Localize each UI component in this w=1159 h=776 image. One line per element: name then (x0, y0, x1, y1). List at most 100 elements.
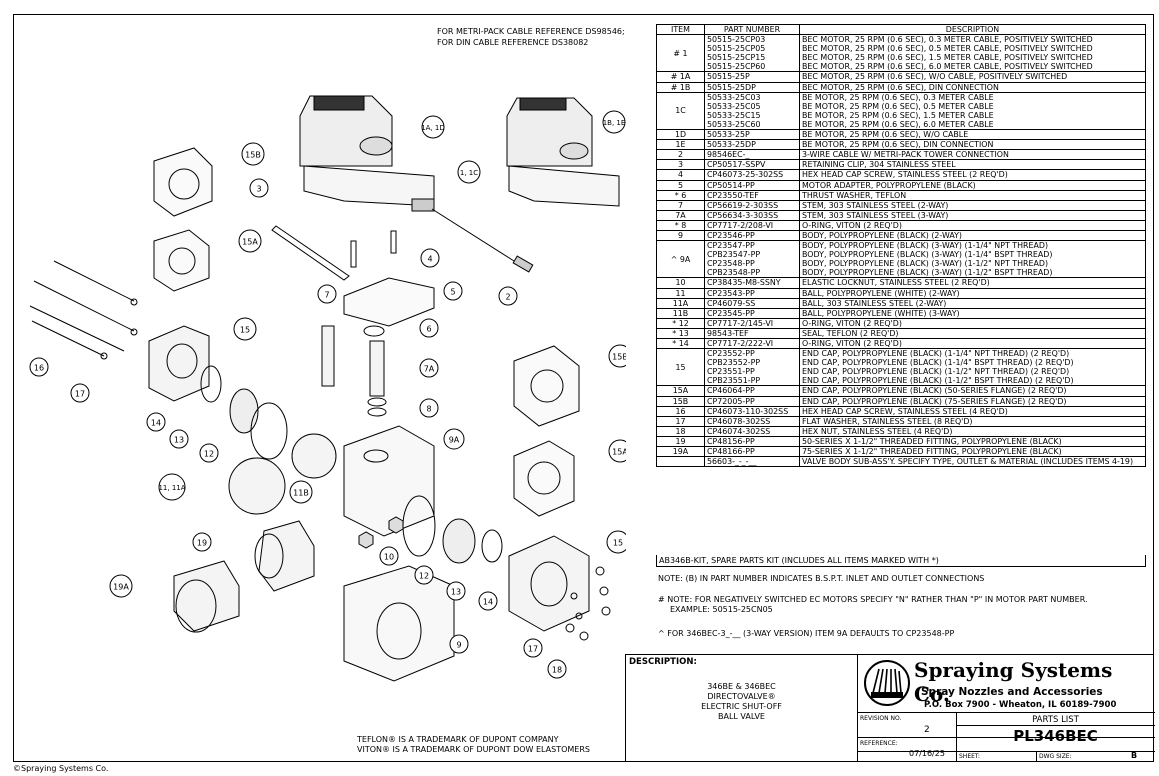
part-description: END CAP, POLYPROPYLENE (BLACK) (1-1/2" N… (802, 367, 1070, 377)
part-number-cell: 50533-25P (704, 129, 800, 141)
part-description: O-RING, VITON (2 REQ'D) (802, 220, 902, 230)
description-cell: BEC MOTOR, 25 RPM (0.6 SEC), W/O CABLE, … (799, 71, 1146, 83)
part-description: BEC MOTOR, 25 RPM (0.6 SEC), 1.5 METER C… (802, 53, 1093, 63)
callout-label: 6 (426, 325, 431, 334)
part-number: 98546EC-_ (707, 150, 750, 160)
part-description: BEC MOTOR, 25 RPM (0.6 SEC), W/O CABLE, … (802, 72, 1068, 82)
description-cell: BE MOTOR, 25 RPM (0.6 SEC), W/O CABLE (799, 129, 1146, 141)
callout-label: 11, 11A (158, 484, 185, 492)
part-number: CP46078-302SS (707, 416, 771, 426)
callout-label: 1A, 1D (421, 124, 445, 132)
part-description: END CAP, POLYPROPYLENE (BLACK) (75-SERIE… (802, 396, 1067, 406)
part-number: CP46074-302SS (707, 426, 771, 436)
revision-label: REVISION NO. (860, 715, 902, 722)
part-number: CP23548-PP (707, 259, 755, 269)
part-number-cell: CP50514-PP (704, 179, 800, 191)
company-name: Spraying Systems Co. (914, 658, 1113, 706)
part-number: CP23551-PP (707, 367, 755, 377)
part-number-cell: 50515-25P (704, 71, 800, 83)
part-number: CP56634-3-303SS (707, 210, 779, 220)
part-number: 56603-_-_-__ (707, 457, 757, 467)
callout-label: 15A (242, 238, 258, 247)
callout-label: 5 (450, 288, 455, 297)
revision-number: 2 (924, 725, 930, 735)
part-description: HEX HEAD CAP SCREW, STAINLESS STEEL (2 R… (802, 170, 1008, 180)
part-number: 98543-TEF (707, 328, 749, 338)
item-cell: 3 (656, 159, 705, 171)
item-cell: 18 (656, 425, 705, 437)
callout-label: 15 (240, 326, 250, 335)
item-cell: 4 (656, 169, 705, 181)
item-cell: 11A (656, 297, 705, 309)
company-tagline: Spray Nozzles and Accessories (921, 686, 1103, 698)
part-number: CP46073-25-302SS (707, 170, 784, 180)
callout-label: 17 (75, 390, 85, 399)
item-cell: # 1 (656, 34, 705, 73)
part-description: END CAP, POLYPROPYLENE (BLACK) (1-1/2" B… (802, 376, 1074, 386)
callout-label: 11B (293, 489, 309, 498)
callout-label: 14 (151, 419, 161, 428)
part-number: CP50517-SSPV (707, 160, 766, 170)
cable-reference-line: FOR METRI-PACK CABLE REFERENCE DS98546; (437, 27, 625, 36)
part-description: BE MOTOR, 25 RPM (0.6 SEC), DIN CONNECTI… (802, 140, 994, 150)
part-number-cell: CP46073-110-302SS (704, 405, 800, 417)
item-cell: 7A (656, 209, 705, 221)
part-description: BALL, POLYPROPYLENE (WHITE) (2-WAY) (802, 288, 960, 298)
callout-label: 14 (483, 598, 493, 607)
part-description: MOTOR ADAPTER, POLYPROPYLENE (BLACK) (802, 180, 976, 190)
description-line: 346BE & 346BEC (707, 682, 776, 691)
callout-label: 15 (613, 539, 623, 548)
item-cell: 1C (656, 91, 705, 131)
description-label: DESCRIPTION: (629, 657, 697, 667)
part-description: HEX HEAD CAP SCREW, STAINLESS STEEL (4 R… (802, 406, 1008, 416)
part-description: ELASTIC LOCKNUT, STAINLESS STEEL (2 REQ'… (802, 278, 990, 288)
description-cell: THRUST WASHER, TEFLON (799, 189, 1146, 201)
callout-label: 18 (552, 666, 562, 675)
part-number-cell: 98543-TEF (704, 327, 800, 340)
item-cell: # 1A (656, 71, 705, 83)
part-description: BODY, POLYPROPYLENE (BLACK) (3-WAY) (1-1… (802, 250, 1053, 260)
callout-label: 13 (174, 436, 184, 445)
part-number-cell: CP46064-PP (704, 385, 800, 397)
item-cell: * 13 (656, 327, 705, 340)
part-number-cell: CP48166-PP (704, 446, 800, 458)
description-cell: FLAT WASHER, STAINLESS STEEL (8 REQ'D) (799, 415, 1146, 427)
part-description: FLAT WASHER, STAINLESS STEEL (8 REQ'D) (802, 416, 973, 426)
part-number-cell: 98546EC-_ (704, 149, 800, 161)
part-number: CP7717-2/208-VI (707, 220, 774, 230)
part-description: O-RING, VITON (2 REQ'D) (802, 339, 902, 348)
part-number: CP23552-PP (707, 349, 755, 359)
col-header-description: DESCRIPTION (799, 23, 1146, 36)
item-cell: * 12 (656, 317, 705, 329)
part-description: 3-WIRE CABLE W/ METRI-PACK TOWER CONNECT… (802, 150, 1009, 160)
callout-label: 8 (426, 405, 431, 414)
spray-nozzle-logo-icon (864, 660, 910, 706)
col-header-item: ITEM (656, 23, 705, 36)
description-cell: STEM, 303 STAINLESS STEEL (2-WAY) (799, 199, 1146, 211)
part-number: CPB23551-PP (707, 376, 761, 386)
part-number: 50515-25DP (707, 82, 756, 92)
part-description: BALL, POLYPROPYLENE (WHITE) (3-WAY) (802, 308, 960, 318)
description-cell: SEAL, TEFLON (2 REQ'D) (799, 327, 1146, 340)
item-cell: 9 (656, 229, 705, 242)
trademark-line: VITON® IS A TRADEMARK OF DUPONT DOW ELAS… (357, 745, 590, 754)
description-cell: BEC MOTOR, 25 RPM (0.6 SEC), DIN CONNECT… (799, 81, 1146, 93)
description-line: ELECTRIC SHUT-OFF (701, 702, 782, 711)
part-number: 50533-25DP (707, 140, 756, 150)
note-3way: ^ FOR 346BEC-3_-__ (3-WAY VERSION) ITEM … (658, 629, 955, 638)
part-description: HEX NUT, STAINLESS STEEL (4 REQ'D) (802, 426, 953, 436)
